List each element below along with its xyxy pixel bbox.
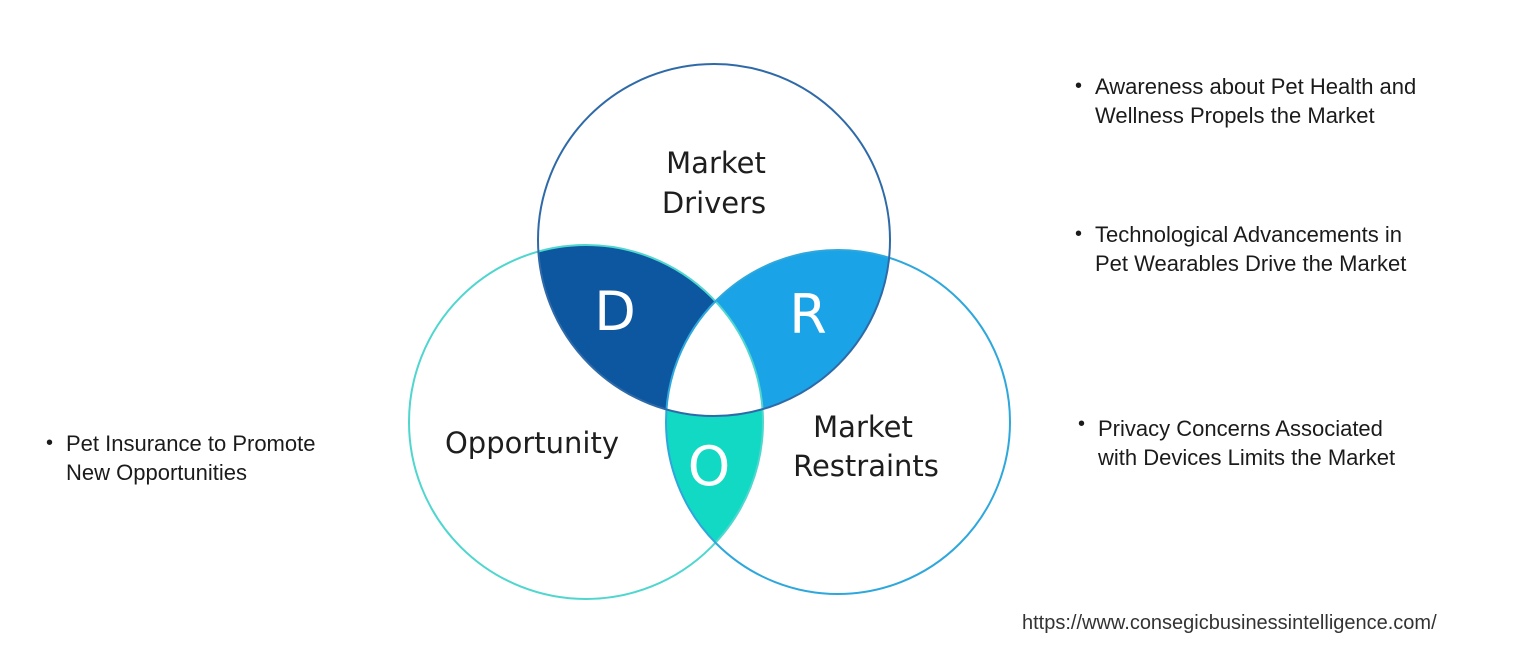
bullet-text-line2: with Devices Limits the Market bbox=[1098, 445, 1396, 470]
drivers-label-line2: Drivers bbox=[662, 186, 766, 220]
letter-r: R bbox=[789, 283, 827, 346]
bullet-dot: • bbox=[1075, 75, 1083, 97]
restraints-label-line2: Restraints bbox=[793, 449, 939, 483]
drivers-label-line1: Market bbox=[666, 146, 766, 180]
letter-d: D bbox=[594, 280, 636, 343]
bullet-text-line1: Privacy Concerns Associated bbox=[1098, 416, 1383, 441]
restraints-circle bbox=[665, 249, 1011, 595]
opportunity-label: Opportunity bbox=[445, 426, 619, 460]
opportunity-circle bbox=[408, 244, 764, 600]
bullet-text-line2: Pet Wearables Drive the Market bbox=[1095, 251, 1407, 276]
bullet-dot: • bbox=[46, 432, 54, 454]
letter-o: O bbox=[688, 435, 731, 498]
opportunity-bullet-1: • Pet Insurance to Promote New Opportuni… bbox=[46, 429, 316, 487]
source-url-text: https://www.consegicbusinessintelligence… bbox=[1022, 612, 1437, 634]
drivers-bullet-2: • Technological Advancements in Pet Wear… bbox=[1075, 220, 1407, 278]
bullet-text-line2: New Opportunities bbox=[66, 460, 247, 485]
drivers-bullet-1: • Awareness about Pet Health and Wellnes… bbox=[1075, 72, 1417, 130]
bullet-dot: • bbox=[1075, 223, 1083, 245]
restraints-label-line1: Market bbox=[813, 410, 913, 444]
bullet-dot: • bbox=[1078, 413, 1086, 435]
restraints-bullet-1: • Privacy Concerns Associated with Devic… bbox=[1078, 413, 1396, 472]
bullet-text-line1: Technological Advancements in bbox=[1095, 222, 1402, 247]
bullet-text-line1: Awareness about Pet Health and bbox=[1095, 74, 1417, 99]
bullet-text-line1: Pet Insurance to Promote bbox=[66, 431, 316, 456]
bullet-text-line2: Wellness Propels the Market bbox=[1095, 103, 1375, 128]
drivers-circle bbox=[537, 63, 891, 417]
